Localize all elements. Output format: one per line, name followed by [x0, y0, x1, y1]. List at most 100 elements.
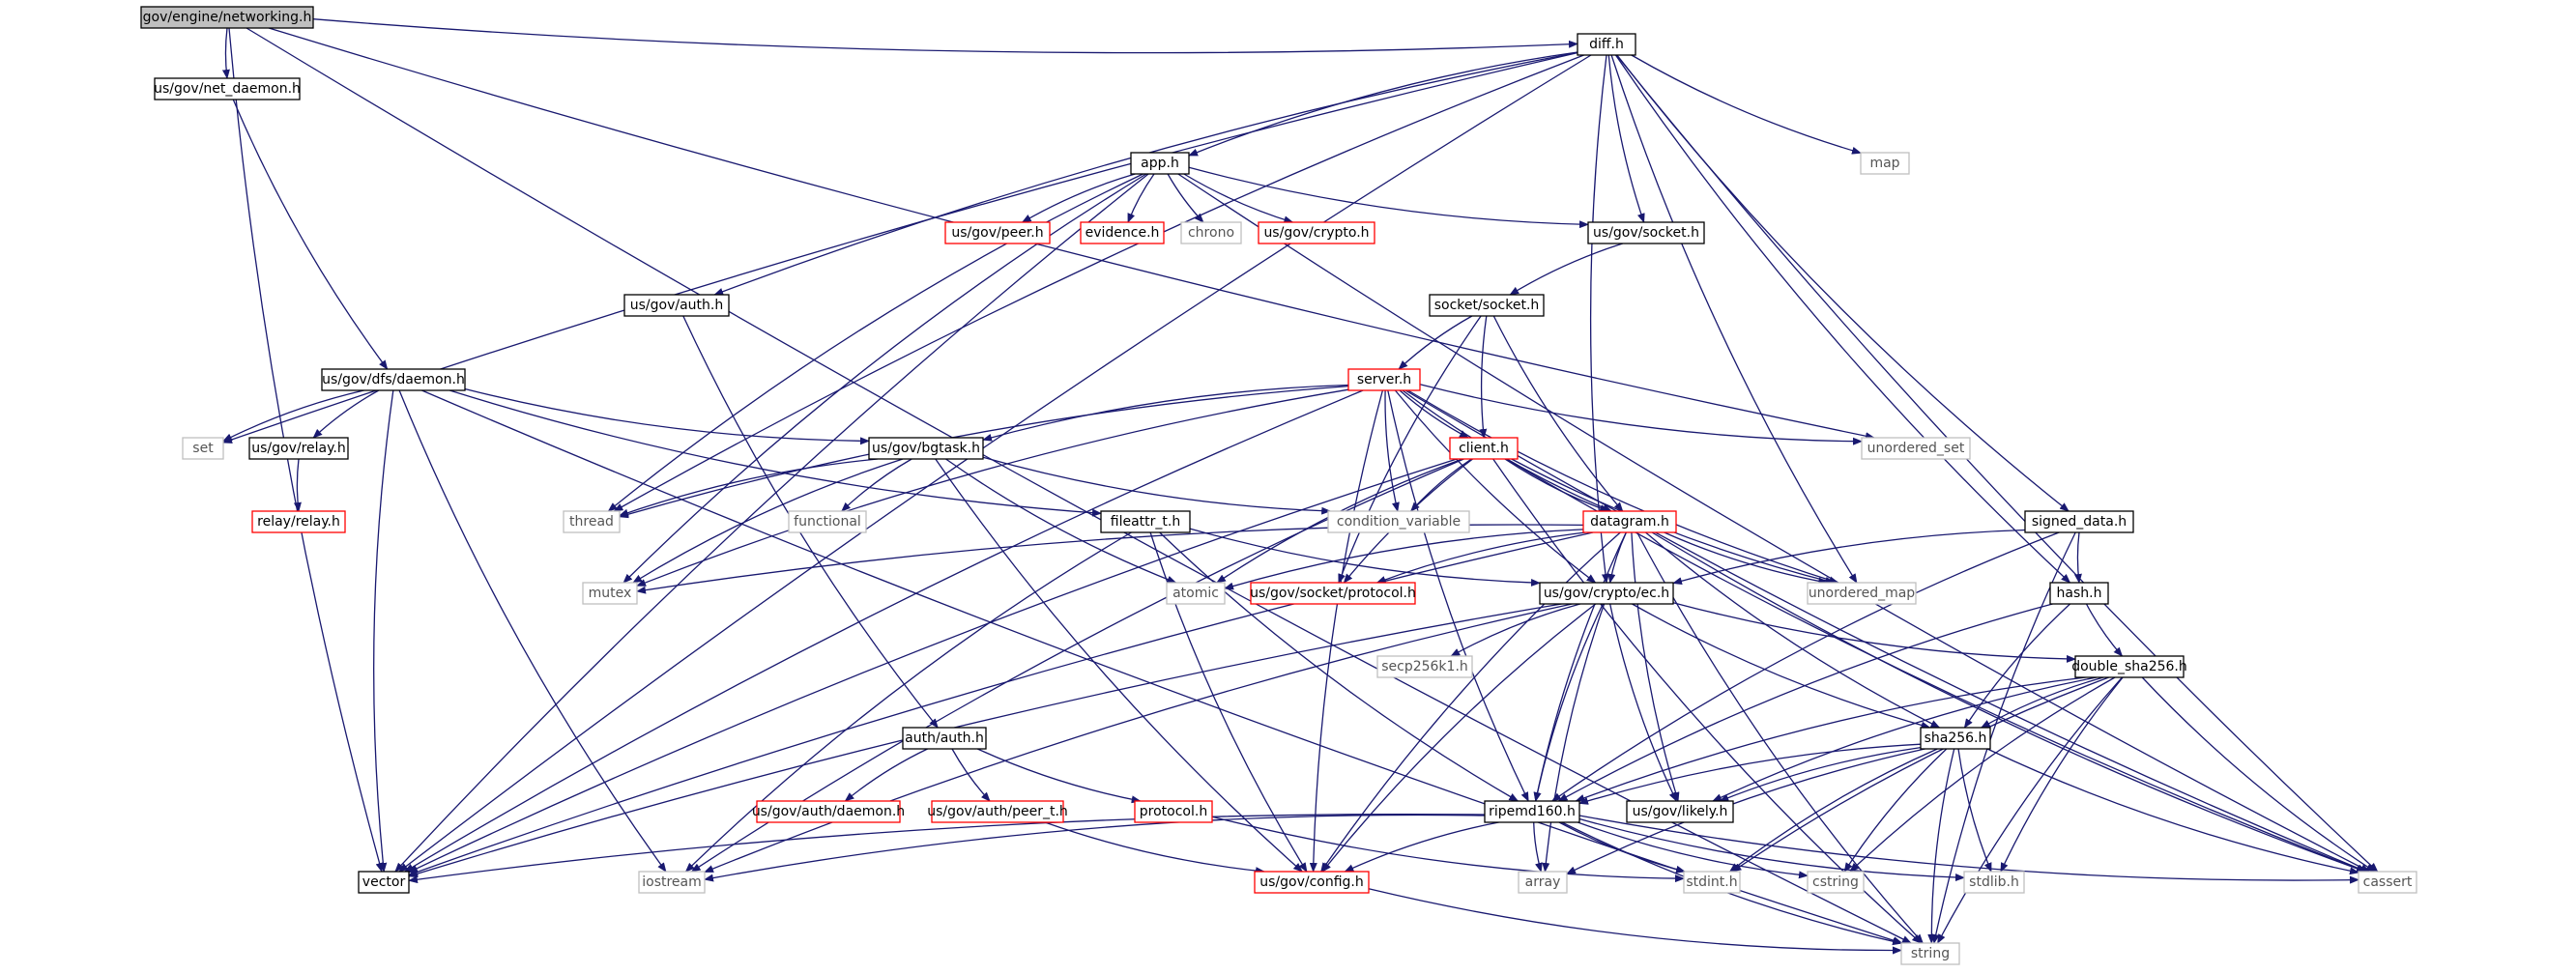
node-app[interactable]: app.h [1130, 152, 1190, 175]
node-box-evidence [1080, 221, 1165, 244]
edge-hash-to-sha [1963, 603, 2071, 729]
node-root[interactable]: gov/engine/networking.h [140, 6, 314, 29]
edge-dfsd-to-bgtask [464, 387, 870, 445]
edge-server-to-client [1399, 389, 1469, 439]
node-label-socket: socket/socket.h [1434, 298, 1540, 313]
node-box-set [182, 437, 224, 460]
node-atomic: atomic [1166, 582, 1226, 605]
node-box-functional [788, 510, 867, 533]
edge-fileattr-to-config [1149, 531, 1308, 873]
node-box-stdlib [1963, 871, 2025, 894]
node-signed[interactable]: signed_data.h [2024, 510, 2134, 533]
edge-signed-to-ec [1672, 529, 2026, 586]
node-fileattr[interactable]: fileattr_t.h [1100, 510, 1191, 533]
edge-bgtask-to-condvar [982, 456, 1332, 515]
node-box-mutex [582, 582, 638, 605]
node-peert[interactable]: us/gov/auth/peer_t.h [927, 800, 1068, 823]
edge-datagram-to-sha [1645, 531, 1941, 729]
node-box-socket [1429, 294, 1545, 317]
node-auth[interactable]: us/gov/auth.h [623, 294, 730, 317]
node-label-set: set [192, 441, 214, 456]
node-chrono: chrono [1180, 221, 1242, 244]
node-sha[interactable]: sha256.h [1920, 727, 1991, 750]
node-array: array [1518, 871, 1568, 894]
node-authdaemon[interactable]: us/gov/auth/daemon.h [752, 800, 905, 823]
edge-gsocket-to-socket [1509, 243, 1623, 296]
node-sockproto[interactable]: us/gov/socket/protocol.h [1250, 582, 1416, 605]
edge-dfsd-to-fileattr [449, 389, 1102, 517]
node-box-dfsd [321, 368, 466, 391]
node-label-protocol: protocol.h [1140, 804, 1207, 819]
node-peer[interactable]: us/gov/peer.h [944, 221, 1051, 244]
node-diff[interactable]: diff.h [1577, 33, 1636, 56]
edge-fileattr-to-iostream [684, 531, 1132, 873]
node-evidence[interactable]: evidence.h [1080, 221, 1165, 244]
node-authauth[interactable]: auth/auth.h [902, 727, 987, 750]
node-client[interactable]: client.h [1449, 437, 1519, 460]
edge-app-to-vector [394, 173, 1149, 873]
node-box-cstring [1807, 871, 1865, 894]
node-label-cassert: cassert [2363, 874, 2413, 890]
node-config[interactable]: us/gov/config.h [1254, 871, 1370, 894]
edge-sha-to-likely [1719, 746, 1922, 802]
node-label-atomic: atomic [1172, 586, 1219, 601]
edge-ripemd-to-cassert [1578, 815, 2359, 884]
node-gcrypto[interactable]: us/gov/crypto.h [1258, 221, 1375, 244]
node-secp: secp256k1.h [1376, 655, 1473, 678]
node-likely[interactable]: us/gov/likely.h [1626, 800, 1734, 823]
node-box-hash [2049, 582, 2109, 605]
node-net_daemon[interactable]: us/gov/net_daemon.h [154, 77, 301, 100]
node-hash[interactable]: hash.h [2049, 582, 2109, 605]
node-dsha[interactable]: double_sha256.h [2071, 655, 2187, 678]
edge-ec-to-sha [1632, 603, 1931, 730]
node-uset: unordered_set [1861, 437, 1971, 460]
node-box-thread [563, 510, 621, 533]
node-protocol[interactable]: protocol.h [1134, 800, 1213, 823]
edge-config-to-string [1368, 888, 1902, 955]
edge-ripemd-to-stdlib [1578, 817, 1965, 882]
node-box-array [1518, 871, 1568, 894]
node-box-server [1347, 368, 1421, 391]
edge-root-to-net_daemon [221, 27, 230, 79]
node-box-ec [1539, 582, 1674, 605]
edge-server-to-thread [619, 385, 1349, 519]
edge-datagram-to-mutex [636, 524, 1584, 594]
edge-root-to-diff [312, 18, 1578, 54]
node-label-map: map [1869, 156, 1899, 171]
node-box-config [1254, 871, 1370, 894]
node-box-diff [1577, 33, 1636, 56]
edge-app-to-evidence [1127, 173, 1155, 223]
node-bgtask[interactable]: us/gov/bgtask.h [868, 437, 984, 460]
edge-authauth-to-peert [951, 748, 991, 802]
node-relayrelay[interactable]: relay/relay.h [251, 510, 346, 533]
edge-dsha-to-cassert [2141, 676, 2376, 873]
edge-dsha-to-stdint [1731, 676, 2109, 873]
edge-app-to-cassert [1177, 173, 2371, 873]
edge-signed-to-hash [2073, 531, 2082, 584]
edge-datagram-to-config [1320, 531, 1621, 873]
node-gsocket[interactable]: us/gov/socket.h [1587, 221, 1705, 244]
node-datagram[interactable]: datagram.h [1582, 510, 1677, 533]
node-iostream: iostream [638, 871, 706, 894]
node-thread: thread [563, 510, 621, 533]
edge-server-to-bgtask [982, 384, 1349, 442]
edge-datagram-to-sockproto [1375, 531, 1586, 584]
edge-fileattr-to-ripemd [1159, 531, 1520, 802]
node-socket[interactable]: socket/socket.h [1429, 294, 1545, 317]
node-label-client: client.h [1459, 441, 1509, 456]
node-vector[interactable]: vector [358, 871, 410, 894]
edge-sha-to-cassert [1986, 748, 2359, 875]
node-server[interactable]: server.h [1347, 368, 1421, 391]
edge-authauth-to-authdaemon [844, 748, 928, 802]
node-ripemd[interactable]: ripemd160.h [1484, 800, 1580, 823]
edge-ec-to-secp [1450, 603, 1580, 657]
edge-sha-to-array [1566, 748, 1925, 874]
node-relayh[interactable]: us/gov/relay.h [248, 437, 349, 460]
node-set: set [182, 437, 224, 460]
edge-server-to-condvar [1384, 389, 1400, 512]
node-ec[interactable]: us/gov/crypto/ec.h [1539, 582, 1674, 605]
node-label-app: app.h [1141, 156, 1179, 171]
node-box-likely [1626, 800, 1734, 823]
node-dfsd[interactable]: us/gov/dfs/daemon.h [321, 368, 466, 391]
edge-app-to-chrono [1167, 173, 1204, 223]
